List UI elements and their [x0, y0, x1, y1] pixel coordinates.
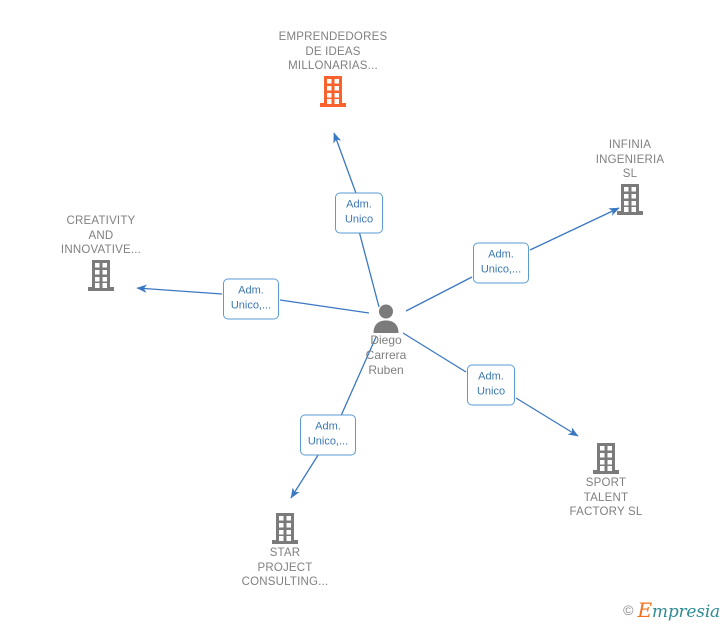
building-icon [26, 258, 176, 293]
empresia-logo: Empresia [638, 598, 721, 622]
person-icon [311, 303, 461, 333]
edge-label-star-project[interactable]: Adm. Unico,... [300, 414, 356, 456]
empresia-logo-initial: E [637, 598, 653, 622]
node-sport-talent-factory-sl[interactable]: SPORT TALENT FACTORY SL [531, 441, 681, 520]
building-icon [258, 74, 408, 109]
edge-label-emprendedores[interactable]: Adm. Unico [335, 192, 383, 234]
building-icon [555, 182, 705, 217]
node-label-infinia: INFINIA INGENIERIA SL [595, 139, 665, 180]
node-star-project-consulting[interactable]: STAR PROJECT CONSULTING... [210, 511, 360, 590]
node-infinia-ingenieria-sl[interactable]: INFINIA INGENIERIA SL [555, 138, 705, 217]
building-icon [210, 511, 360, 546]
node-diego-carrera-ruben[interactable]: Diego Carrera Ruben [311, 303, 461, 378]
edge-label-infinia[interactable]: Adm. Unico,... [473, 242, 529, 284]
node-label-star-project: STAR PROJECT CONSULTING... [241, 547, 329, 588]
node-emprendedores-de-ideas-millonarias[interactable]: EMPRENDEDORES DE IDEAS MILLONARIAS... [258, 30, 408, 109]
building-icon [531, 441, 681, 476]
empresia-logo-rest: mpresia [651, 602, 720, 622]
node-label-sport-talent: SPORT TALENT FACTORY SL [569, 477, 643, 518]
edge-label-sport-talent[interactable]: Adm. Unico [467, 364, 515, 406]
node-creativity-and-innovative[interactable]: CREATIVITY AND INNOVATIVE... [26, 214, 176, 293]
edge-label-creativity[interactable]: Adm. Unico,... [223, 278, 279, 320]
node-label-creativity: CREATIVITY AND INNOVATIVE... [60, 215, 142, 256]
empresia-watermark: © Empresia [623, 598, 720, 622]
node-label-emprendedores: EMPRENDEDORES DE IDEAS MILLONARIAS... [278, 31, 388, 72]
node-label-diego-carrera-ruben: Diego Carrera Ruben [365, 333, 407, 377]
copyright-symbol: © [623, 602, 634, 618]
